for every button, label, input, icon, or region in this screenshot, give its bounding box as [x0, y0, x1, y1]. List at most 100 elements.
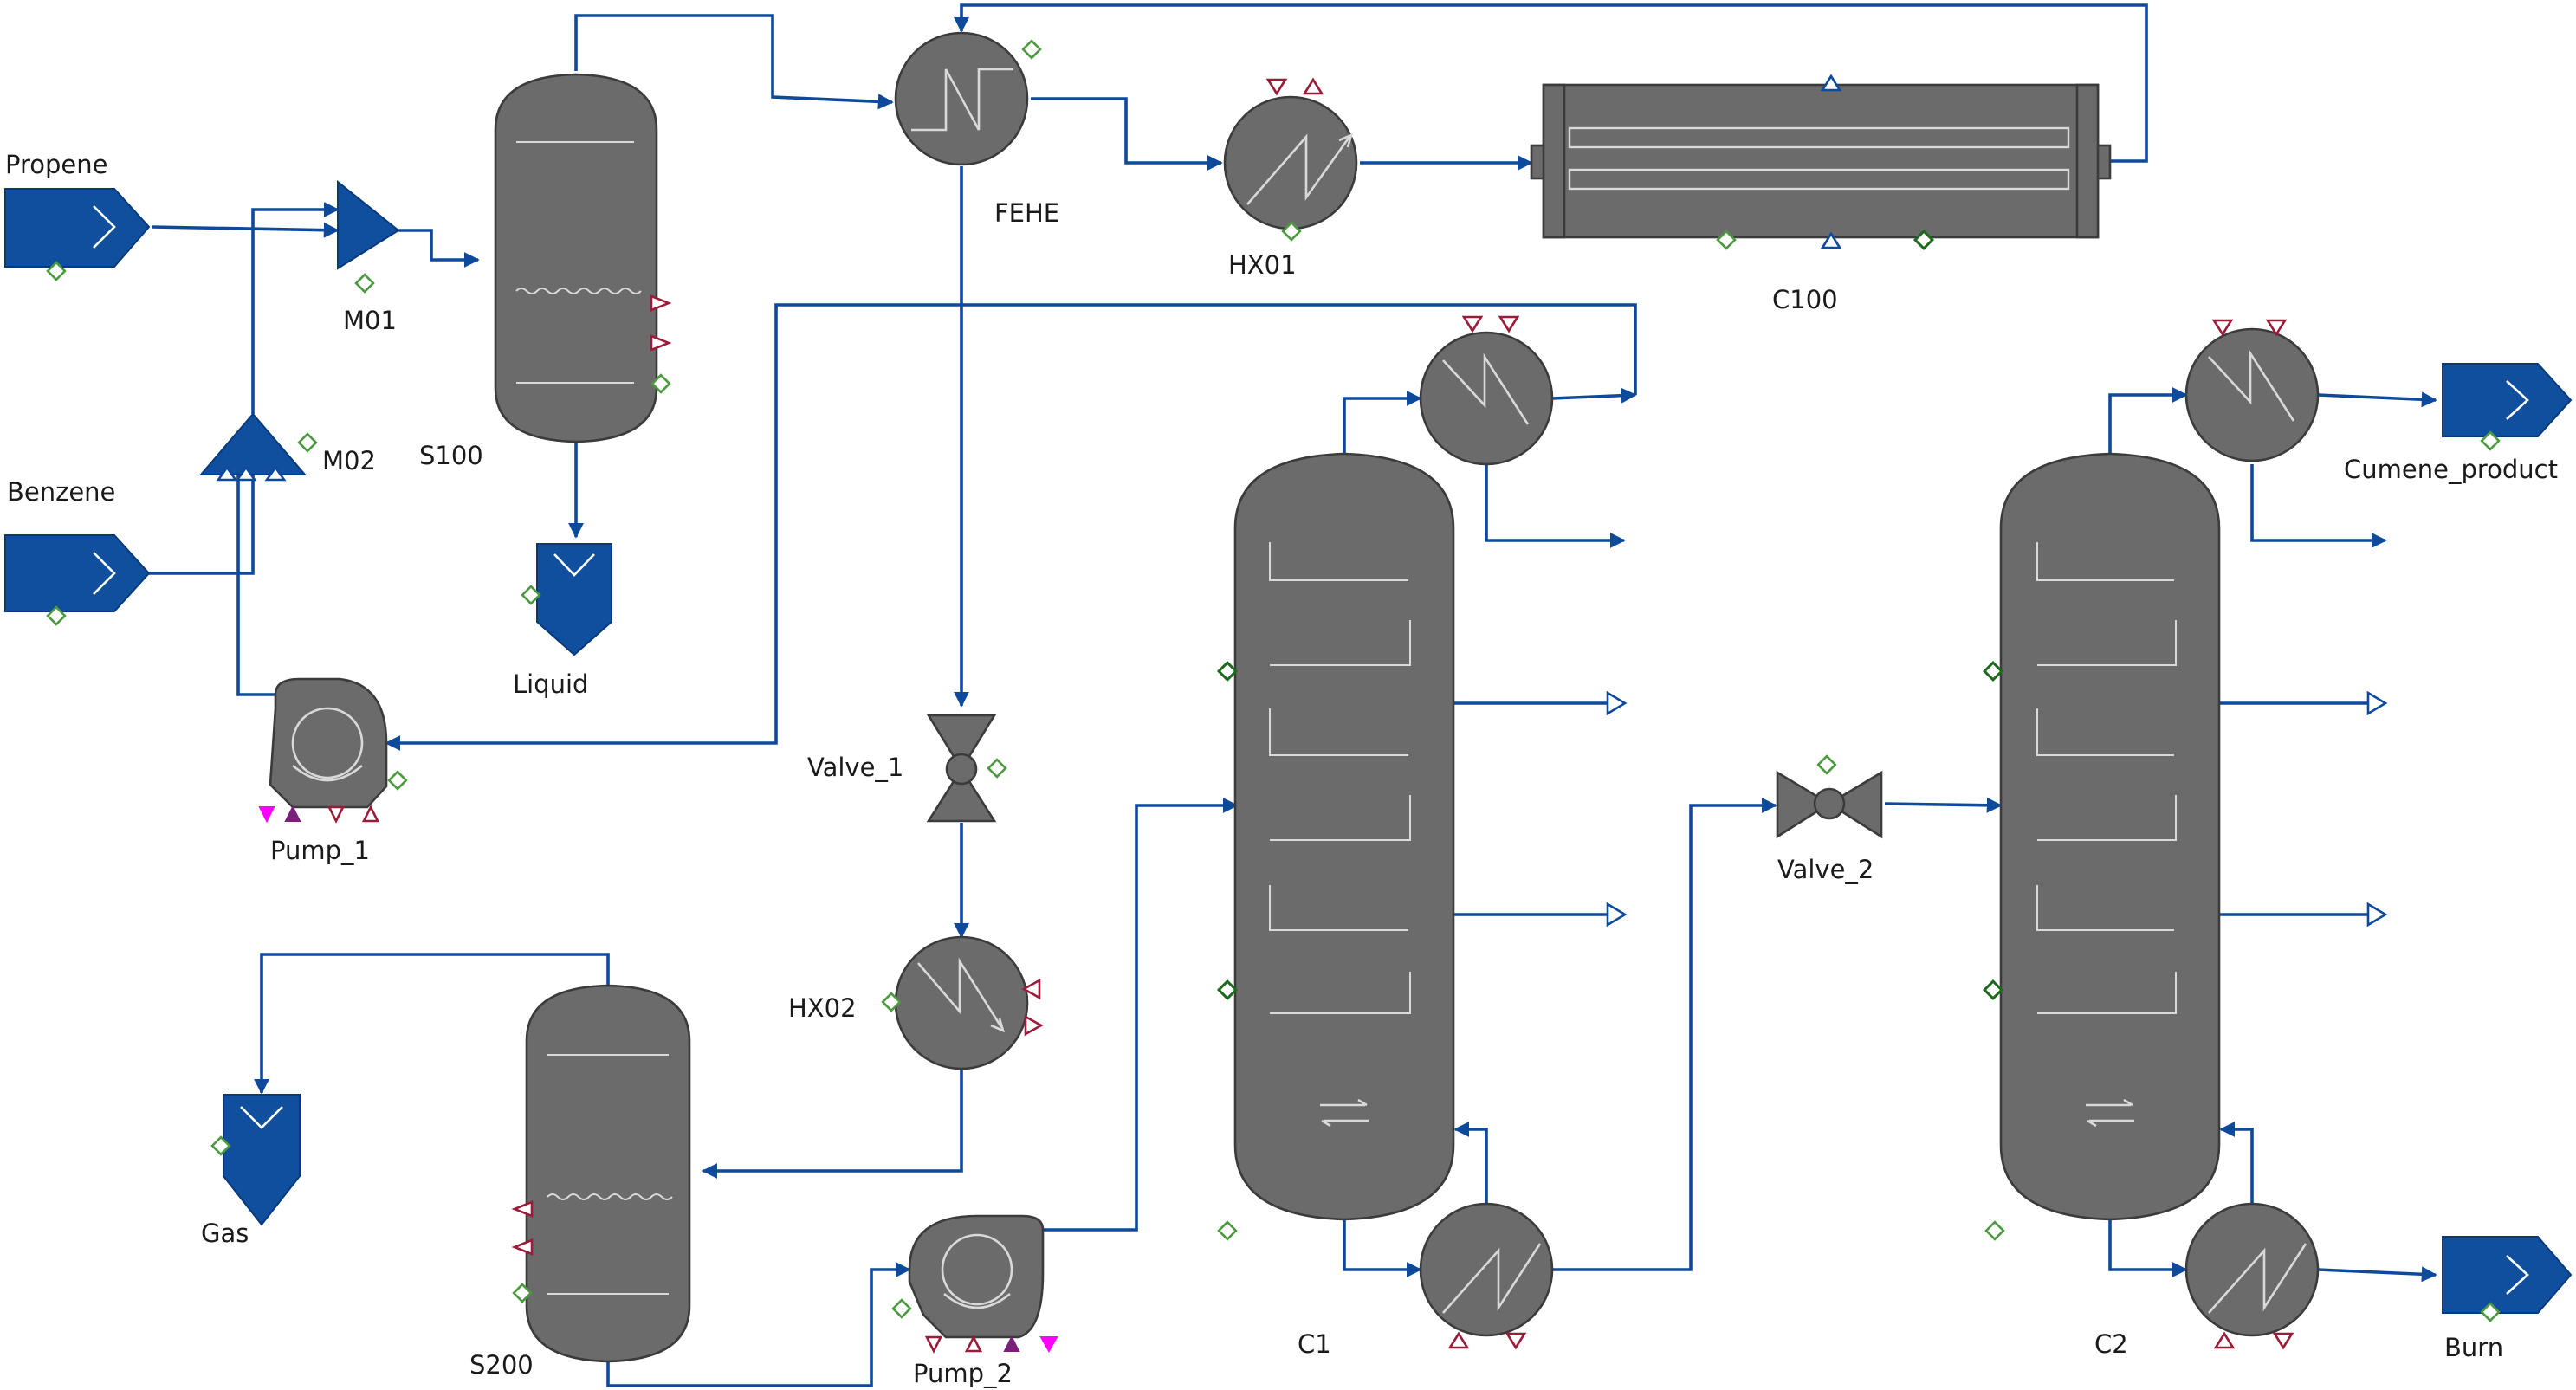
label-liquid: Liquid	[513, 669, 588, 699]
stream-m02-m01[interactable]	[251, 202, 340, 414]
stream-s200-pump2[interactable]	[606, 1262, 911, 1387]
stream-reb-c2[interactable]	[2219, 1122, 2254, 1209]
stream-s100-fehe[interactable]	[574, 14, 894, 110]
streams	[149, 3, 2437, 1387]
stream-propene-m01[interactable]	[151, 222, 340, 238]
energy-port	[1217, 1220, 1238, 1241]
m02-inlet-port	[216, 465, 238, 482]
s200-inlet-port	[511, 1200, 534, 1218]
stream-hx02-s200[interactable]	[702, 1069, 963, 1179]
energy-port	[1982, 979, 2004, 1001]
stream-c1-reb[interactable]	[1343, 1216, 1422, 1277]
valve-1[interactable]	[926, 714, 1007, 823]
energy-port	[1913, 229, 1935, 251]
feed-benzene[interactable]	[4, 534, 151, 626]
product-burn[interactable]	[2442, 1236, 2573, 1322]
condenser-c1[interactable]	[1419, 315, 1554, 466]
stream-valve2-c2[interactable]	[1884, 797, 2003, 813]
label-c100: C100	[1772, 285, 1838, 314]
product-liquid[interactable]	[521, 543, 612, 656]
energy-port	[1984, 1220, 2005, 1241]
heater-hx01[interactable]	[1223, 77, 1358, 242]
pump-2[interactable]	[891, 1214, 1058, 1354]
stream-reb-c1[interactable]	[1453, 1122, 1488, 1209]
column-c1[interactable]	[1216, 452, 1455, 1241]
label-s200: S200	[469, 1350, 534, 1380]
energy-port	[521, 585, 541, 605]
hx02-port	[1021, 978, 1041, 1000]
energy-port	[891, 1298, 912, 1319]
c2-draw-head-2	[2366, 902, 2388, 928]
label-s100: S100	[419, 441, 483, 470]
reboiler-c1[interactable]	[1419, 1202, 1554, 1350]
s200-inlet-port	[511, 1238, 534, 1256]
heat-exchanger-fehe[interactable]	[894, 31, 1042, 166]
stream-pump2-c1[interactable]	[1043, 798, 1239, 1232]
pump1-energy-port	[258, 806, 275, 824]
stream-c1-cond[interactable]	[1343, 391, 1422, 457]
stream-m01-s100[interactable]	[398, 229, 480, 268]
c2-draw-head-1	[2366, 690, 2388, 716]
mixer-m01[interactable]	[337, 179, 400, 294]
feed-propene[interactable]	[4, 188, 151, 281]
m02-inlet-port	[264, 465, 287, 482]
c2-cond-port	[2211, 319, 2234, 337]
energy-port	[1982, 660, 2004, 682]
s100-inlet-port	[650, 334, 672, 352]
m02-inlet-port	[235, 465, 257, 482]
stream-c1-cond-out[interactable]	[1551, 387, 1637, 404]
energy-port	[987, 758, 1007, 779]
stream-c2-reb[interactable]	[2108, 1216, 2188, 1277]
label-m01: M01	[343, 306, 397, 335]
reboiler-c2[interactable]	[2184, 1202, 2320, 1350]
stream-pump1-m02[interactable]	[230, 459, 275, 696]
stream-c1-cond-return[interactable]	[1485, 464, 1626, 548]
cooler-hx02[interactable]	[881, 935, 1044, 1070]
stream-c2-burn[interactable]	[2317, 1266, 2437, 1283]
label-valve-1: Valve_1	[807, 753, 903, 782]
c1-draw-head-2	[1606, 902, 1628, 928]
energy-port	[2480, 1302, 2501, 1322]
stream-c2-cond-return[interactable]	[2250, 464, 2387, 548]
stream-c2-cumene[interactable]	[2317, 391, 2437, 408]
product-cumene[interactable]	[2442, 363, 2573, 451]
separator-s200[interactable]	[511, 984, 691, 1363]
energy-port	[46, 261, 67, 281]
energy-port	[2480, 430, 2501, 451]
label-pump-2: Pump_2	[913, 1359, 1013, 1388]
valve-2[interactable]	[1776, 754, 1883, 839]
c100-port	[1820, 231, 1842, 249]
reactor-c100[interactable]	[1530, 74, 2112, 251]
energy-port	[512, 1283, 533, 1303]
c1-reb-port	[1447, 1331, 1470, 1349]
product-gas[interactable]	[210, 1094, 301, 1226]
c2-cond-port	[2265, 319, 2288, 337]
pump-1[interactable]	[258, 677, 408, 824]
energy-port	[1216, 979, 1239, 1001]
pump2-port	[924, 1335, 943, 1354]
condenser-c2[interactable]	[2184, 319, 2320, 462]
pump2-port	[1003, 1335, 1020, 1352]
stream-benzene-m02[interactable]	[149, 459, 261, 575]
stream-c2-cond[interactable]	[2108, 387, 2188, 457]
label-benzene: Benzene	[7, 477, 115, 507]
column-c2[interactable]	[1982, 452, 2221, 1241]
c2-reb-port	[2213, 1331, 2236, 1349]
label-gas: Gas	[201, 1219, 249, 1248]
label-hx02: HX02	[788, 993, 857, 1023]
stream-s200-gas[interactable]	[254, 953, 610, 1095]
label-burn: Burn	[2444, 1333, 2503, 1362]
stream-recycle-pump1[interactable]	[385, 303, 1637, 751]
label-pump-1: Pump_1	[270, 836, 370, 865]
pump1-port	[361, 805, 380, 823]
separator-s100[interactable]	[494, 73, 672, 443]
stream-c100-fehe[interactable]	[954, 3, 2148, 163]
stream-fehe-hx01[interactable]	[1031, 97, 1223, 171]
mixer-m02[interactable]	[198, 412, 318, 482]
label-fehe: FEHE	[994, 198, 1059, 228]
energy-port	[297, 432, 318, 453]
label-cumene-product: Cumene_product	[2344, 455, 2558, 484]
energy-port	[1281, 221, 1302, 242]
stream-c1-valve2[interactable]	[1552, 798, 1777, 1271]
